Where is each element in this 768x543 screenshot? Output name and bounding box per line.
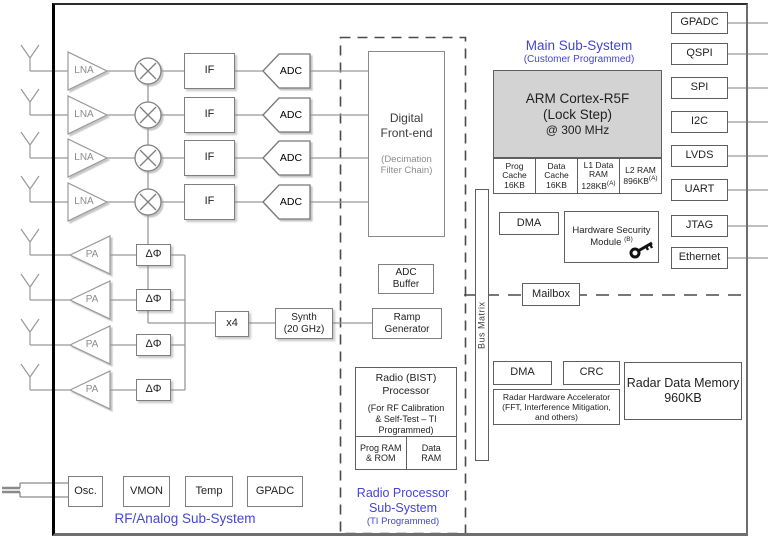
arm-cortex-r5f-block: ARM Cortex-R5F (Lock Step) @ 300 MHz (493, 70, 662, 158)
temp-block: Temp (185, 476, 233, 507)
osc-block: Osc. (68, 476, 103, 507)
radar-data-memory-block: Radar Data Memory 960KB (624, 362, 742, 420)
mixer-icons (134, 57, 162, 216)
adc-label: ADC (279, 108, 303, 121)
peripheral-ethernet: Ethernet (671, 247, 728, 269)
peripheral-spi: SPI (671, 77, 728, 99)
data-cache-cell: Data Cache 16KB (536, 159, 578, 193)
arm-title: ARM Cortex-R5F (525, 90, 630, 106)
crc-block: CRC (563, 361, 620, 385)
mailbox-block: Mailbox (522, 283, 580, 306)
prog-cache-cell: Prog Cache 16KB (494, 159, 536, 193)
pa-label: PA (85, 339, 99, 350)
lna-amplifier-shapes (67, 51, 109, 222)
synth-label: Synth (291, 311, 317, 323)
tx-antenna-wires (20, 228, 185, 391)
pa-amplifier-shapes (68, 235, 111, 410)
main-subsystem-section-label: Main Sub-System (Customer Programmed) (523, 37, 635, 66)
dfe-title: Digital (389, 111, 424, 126)
radio-subsystem-section-label: Radio Processor Sub-System (TI Programme… (356, 486, 450, 528)
radio-bist-processor-block: Radio (BIST) Processor (For RF Calibrati… (355, 367, 457, 470)
x4-multiplier-block: x4 (215, 311, 249, 337)
crystal-oscillator-icon (2, 482, 68, 498)
hardware-security-module-block: Hardware Security Module (B) (564, 211, 659, 263)
dfe-subtitle: Filter Chain) (380, 165, 433, 177)
adc-label: ADC (279, 195, 303, 208)
dfe-subtitle: (Decimation (381, 154, 432, 165)
peripheral-i2c: I2C (671, 111, 728, 133)
peripheral-external-wires (728, 22, 768, 259)
synth-freq-label: (20 GHz) (283, 323, 325, 335)
gpadc-block: GPADC (247, 476, 303, 507)
peripheral-jtag: JTAG (671, 215, 728, 237)
adc-label: ADC (279, 64, 303, 77)
dma-block: DMA (499, 212, 559, 235)
bist-title: Processor (382, 384, 430, 397)
ramp-generator-label: Ramp (393, 311, 421, 323)
adc-shapes (262, 53, 311, 220)
rx-antenna-wires (20, 44, 368, 203)
peripheral-lvds: LVDS (671, 145, 728, 167)
adc-buffer-label: Buffer (392, 279, 420, 290)
arm-memory-row: Prog Cache 16KB Data Cache 16KB L1 Data … (493, 158, 662, 194)
peripheral-gpadc: GPADC (671, 12, 728, 34)
if-block: IF (184, 140, 235, 176)
bus-matrix-bar: Bus Matrix (475, 189, 489, 461)
rx-chain-rows (20, 44, 368, 222)
bist-subtitle: & Self-Test – TI (375, 413, 437, 424)
tx-chain-rows (20, 228, 185, 410)
digital-front-end-block: Digital Front-end (Decimation Filter Cha… (368, 51, 445, 237)
bist-prog-ram-cell: Prog RAM & ROM (356, 437, 407, 469)
synth-block: Synth (20 GHz) (275, 308, 333, 339)
phase-shifter-block: ΔΦ (136, 244, 171, 266)
radar-hw-accelerator-block: Radar Hardware Accelerator (FFT, Interfe… (493, 389, 620, 425)
vmon-block: VMON (123, 476, 170, 507)
dma2-block: DMA (493, 361, 552, 385)
lna-label: LNA (74, 65, 94, 76)
adc-buffer-block: ADC Buffer (378, 264, 434, 294)
if-block: IF (184, 184, 235, 220)
ramp-generator-block: Ramp Generator (372, 308, 442, 339)
if-block: IF (184, 97, 235, 133)
chip-boundary (52, 3, 748, 536)
dfe-title: Front-end (380, 125, 433, 140)
peripheral-uart: UART (671, 179, 728, 201)
ramp-generator-label: Generator (384, 323, 430, 335)
pa-label: PA (85, 294, 99, 305)
phase-shifter-block: ΔΦ (136, 334, 171, 356)
phase-shifter-block: ΔΦ (136, 289, 171, 311)
peripheral-qspi: QSPI (671, 43, 728, 65)
bist-title: Radio (BIST) (375, 372, 437, 384)
lna-label: LNA (74, 196, 94, 207)
bist-subtitle: (For RF Calibration (367, 403, 445, 414)
bist-data-ram-cell: Data RAM (421, 442, 442, 463)
pa-label: PA (85, 249, 99, 260)
rf-analog-section-label: RF/Analog Sub-System (114, 510, 256, 526)
lna-label: LNA (74, 109, 94, 120)
pa-label: PA (85, 384, 99, 395)
bist-subtitle: Programmed) (378, 424, 434, 435)
phase-shifter-block: ΔΦ (136, 379, 171, 401)
hsm-label: Hardware Security (572, 225, 651, 237)
adc-label: ADC (279, 151, 303, 164)
arm-frequency-label: @ 300 MHz (545, 122, 610, 137)
arm-lockstep-label: (Lock Step) (542, 106, 613, 122)
l2-ram-cell: L2 RAM 896KB(A) (623, 164, 658, 186)
l1-data-ram-cell: L1 Data RAM 128KB(A) (578, 159, 620, 193)
lna-label: LNA (74, 152, 94, 163)
if-block: IF (184, 53, 235, 89)
adc-buffer-label: ADC (395, 267, 417, 278)
key-icon (629, 241, 654, 259)
